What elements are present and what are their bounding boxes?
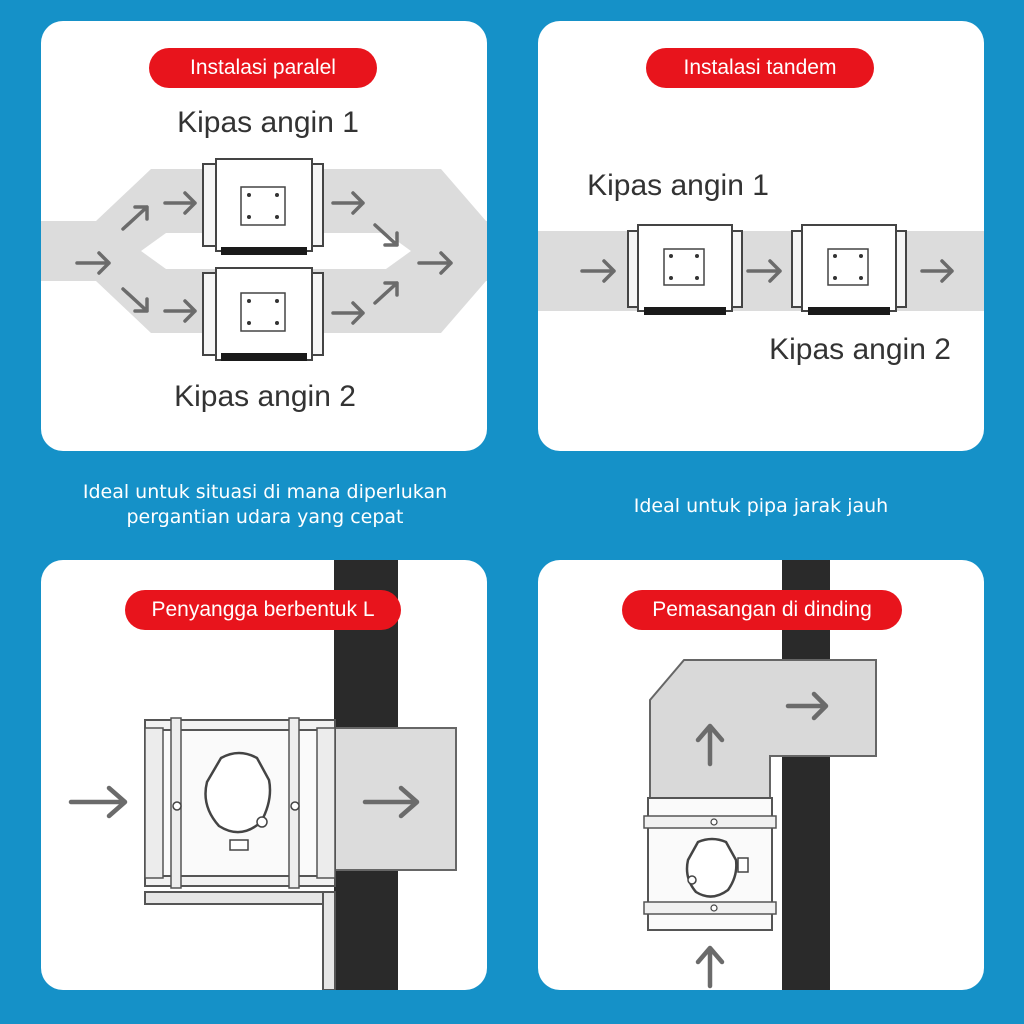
fan-unit-icon [202, 267, 324, 361]
right-arrow-icon [373, 281, 399, 305]
right-arrow-icon [163, 299, 197, 323]
right-arrow-icon [362, 785, 420, 819]
outlet-duct [329, 727, 457, 871]
wall-mount-panel: Pemasangan di dinding [538, 560, 984, 990]
right-arrow-icon [373, 223, 399, 247]
tandem-badge: Instalasi tandem [646, 48, 874, 88]
fan-unit-icon [202, 158, 324, 255]
tandem-diagram: Kipas angin 1 Kipas angin 2 [538, 169, 984, 366]
elbow-duct [649, 659, 877, 801]
up-arrow-icon [695, 945, 725, 989]
fan-1-label: Kipas angin 1 [177, 106, 359, 139]
fan-1-label: Kipas angin 1 [587, 169, 769, 202]
up-arrow-icon [695, 723, 725, 767]
fan-unit-icon [643, 797, 777, 931]
parallel-diagram: Kipas angin 1 Kipas angin 2 [41, 106, 487, 413]
right-arrow-icon [785, 691, 829, 721]
parallel-installation-panel: Kipas angin 1 Kipas angin 2 Instalasi pa… [41, 21, 487, 451]
tandem-installation-panel: Kipas angin 1 Kipas angin 2 Instalasi ta… [538, 21, 984, 451]
right-arrow-icon [121, 205, 149, 231]
right-arrow-icon [121, 287, 149, 313]
l-bracket-badge: Penyangga berbentuk L [125, 590, 401, 630]
fan-unit-icon [791, 224, 907, 315]
fan-2-label: Kipas angin 2 [174, 380, 356, 413]
right-arrow-icon [417, 251, 453, 275]
right-arrow-icon [920, 259, 954, 283]
parallel-caption: Ideal untuk situasi di mana diperlukan p… [20, 480, 510, 530]
right-arrow-icon [746, 259, 782, 283]
fan-2-label: Kipas angin 2 [769, 333, 951, 366]
right-arrow-icon [331, 301, 365, 325]
parallel-badge: Instalasi paralel [149, 48, 377, 88]
fan-unit-icon [627, 224, 743, 315]
right-arrow-icon [75, 251, 111, 275]
tandem-caption: Ideal untuk pipa jarak jauh [633, 495, 889, 517]
l-bracket [144, 891, 336, 990]
l-bracket-panel: Penyangga berbentuk L [41, 560, 487, 990]
right-arrow-icon [163, 191, 197, 215]
parallel-caption-line-2: pergantian udara yang cepat [126, 506, 404, 528]
right-arrow-icon [68, 785, 128, 819]
right-arrow-icon [331, 191, 365, 215]
right-arrow-icon [580, 259, 616, 283]
fan-unit-icon [144, 717, 336, 889]
l-bracket-diagram [68, 560, 457, 990]
parallel-caption-line-1: Ideal untuk situasi di mana diperlukan [82, 481, 448, 503]
wall-mount-badge: Pemasangan di dinding [622, 590, 902, 630]
wall-mount-diagram [643, 560, 877, 990]
wall-pipe [782, 560, 830, 990]
